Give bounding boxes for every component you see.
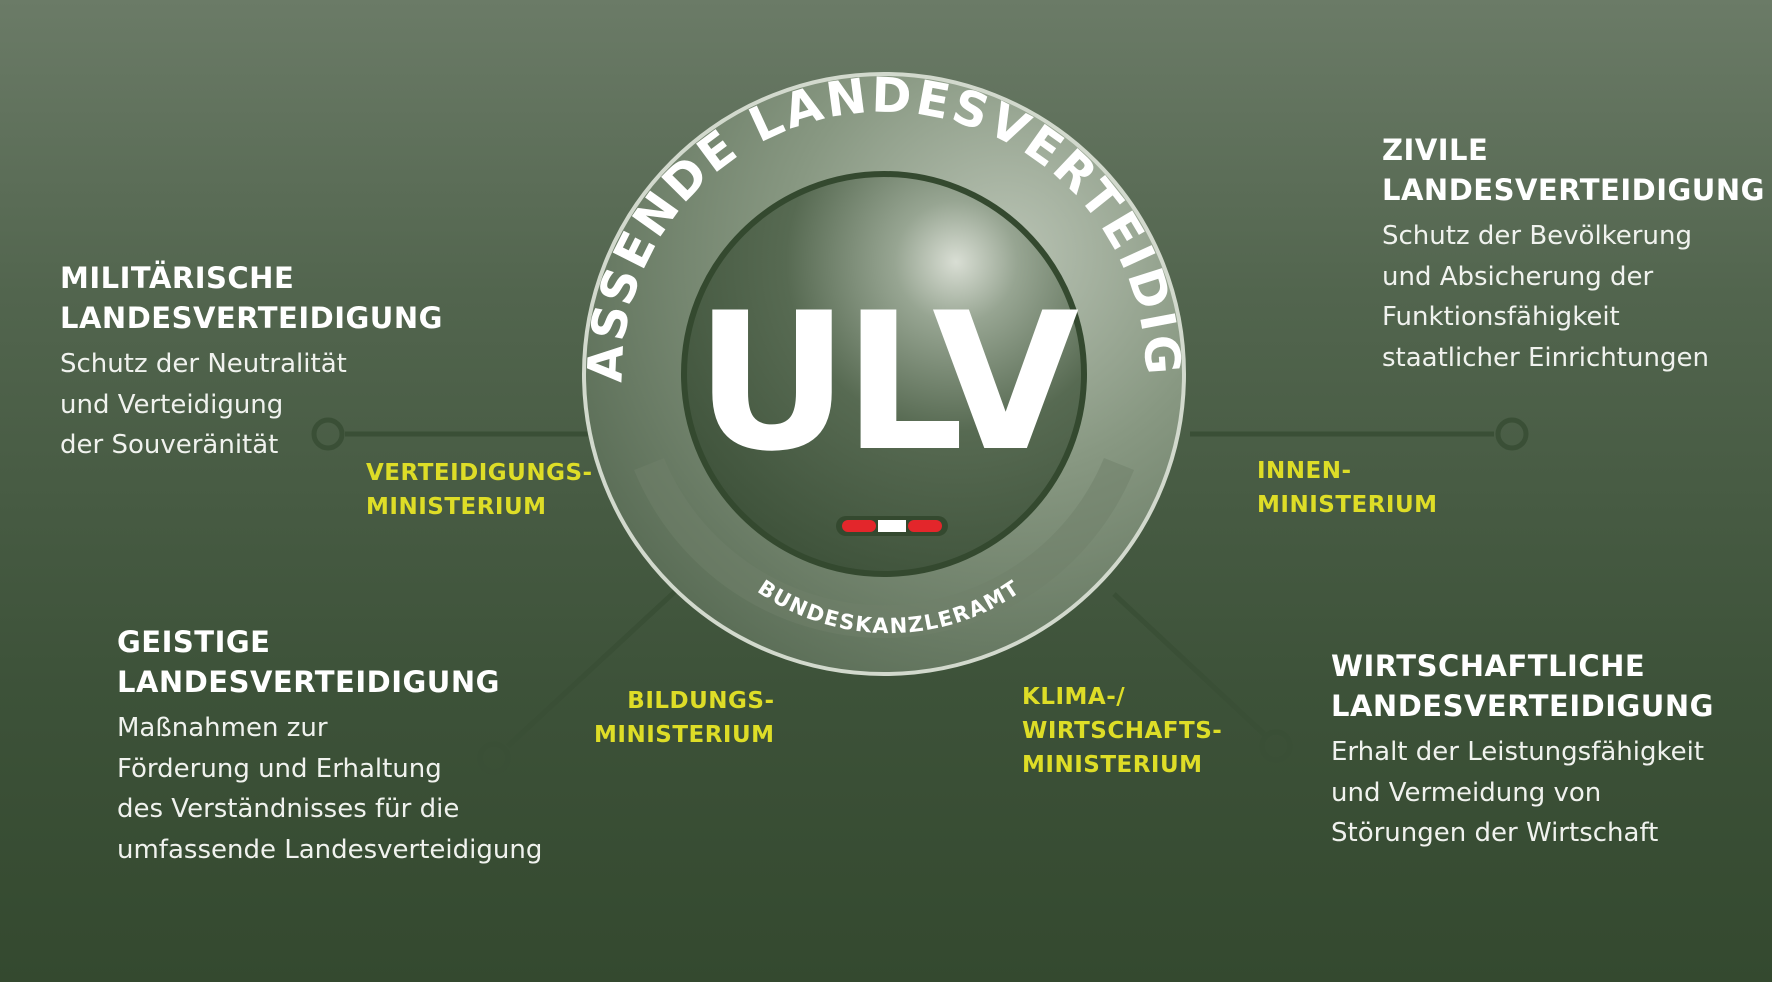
civil-desc-line: Funktionsfähigkeit xyxy=(1382,302,1620,332)
spiritual-title: GEISTIGE LANDESVERTEIDIGUNG xyxy=(117,622,542,702)
spiritual-title-line: LANDESVERTEIDIGUNG xyxy=(117,665,500,699)
military-title-line: LANDESVERTEIDIGUNG xyxy=(60,301,443,335)
economic-desc-line: Störungen der Wirtschaft xyxy=(1331,818,1659,848)
ministry-defense-line: VERTEIDIGUNGS- xyxy=(366,460,593,486)
civil-desc-line: und Absicherung der xyxy=(1382,261,1654,292)
civil-desc-line: staatlicher Einrichtungen xyxy=(1382,342,1709,373)
ministry-economy-line: WIRTSCHAFTS- xyxy=(1022,718,1223,744)
military-description: Schutz der Neutralität und Verteidigung … xyxy=(60,344,443,466)
ministry-interior-line: INNEN- xyxy=(1257,458,1352,484)
connector-economic xyxy=(1112,592,1266,736)
ministry-economy-line: MINISTERIUM xyxy=(1022,752,1203,778)
node-civil xyxy=(1495,417,1529,451)
ministry-interior-line: MINISTERIUM xyxy=(1257,492,1438,518)
ministry-interior: INNEN- MINISTERIUM xyxy=(1257,454,1438,522)
spiritual-desc-line: Förderung und Erhaltung xyxy=(117,753,442,784)
military-desc-line: und Verteidigung xyxy=(60,389,284,420)
military-defense-block: MILITÄRISCHE LANDESVERTEIDIGUNG Schutz d… xyxy=(60,258,443,466)
economic-title: WIRTSCHAFTLICHE LANDESVERTEIDIGUNG xyxy=(1331,646,1714,726)
civil-desc-line: Schutz der Bevölkerung xyxy=(1382,221,1692,251)
military-desc-line: der Souveränität xyxy=(60,430,279,460)
economic-desc-line: und Vermeidung von xyxy=(1331,777,1602,808)
economic-title-line: LANDESVERTEIDIGUNG xyxy=(1331,689,1714,723)
economic-description: Erhalt der Leistungsfähigkeit und Vermei… xyxy=(1331,732,1714,854)
node-spiritual xyxy=(477,741,511,775)
ministry-education: BILDUNGS- MINISTERIUM xyxy=(594,684,775,752)
economic-defense-block: WIRTSCHAFTLICHE LANDESVERTEIDIGUNG Erhal… xyxy=(1331,646,1714,854)
ministry-defense: VERTEIDIGUNGS- MINISTERIUM xyxy=(366,456,593,524)
ministry-education-line: MINISTERIUM xyxy=(594,722,775,748)
node-military xyxy=(311,417,345,451)
military-title: MILITÄRISCHE LANDESVERTEIDIGUNG xyxy=(60,258,443,338)
spiritual-description: Maßnahmen zur Förderung und Erhaltung de… xyxy=(117,708,542,870)
military-title-line: MILITÄRISCHE xyxy=(60,261,295,295)
ring-lower-band xyxy=(634,458,1134,639)
ministry-economy: KLIMA-/ WIRTSCHAFTS- MINISTERIUM xyxy=(1022,680,1222,782)
inner-circle xyxy=(681,171,1087,577)
ulv-logo: ULV xyxy=(695,272,1079,493)
civil-title-line: LANDESVERTEIDIGUNG xyxy=(1382,173,1765,207)
node-economic xyxy=(1259,729,1293,763)
military-desc-line: Schutz der Neutralität xyxy=(60,349,347,379)
spiritual-desc-line: des Verständnisses für die xyxy=(117,794,460,824)
economic-title-line: WIRTSCHAFTLICHE xyxy=(1331,649,1646,683)
spiritual-desc-line: umfassende Landesverteidigung xyxy=(117,834,543,865)
spiritual-title-line: GEISTIGE xyxy=(117,625,271,659)
ministry-defense-line: MINISTERIUM xyxy=(366,494,547,520)
civil-description: Schutz der Bevölkerung und Absicherung d… xyxy=(1382,216,1765,378)
economic-desc-line: Erhalt der Leistungsfähigkeit xyxy=(1331,737,1705,767)
civil-defense-block: ZIVILE LANDESVERTEIDIGUNG Schutz der Bev… xyxy=(1382,130,1765,378)
austrian-flag-icon xyxy=(836,516,948,536)
spiritual-defense-block: GEISTIGE LANDESVERTEIDIGUNG Maßnahmen zu… xyxy=(117,622,542,870)
civil-title: ZIVILE LANDESVERTEIDIGUNG xyxy=(1382,130,1765,210)
civil-title-line: ZIVILE xyxy=(1382,133,1489,167)
ministry-education-line: BILDUNGS- xyxy=(627,688,775,714)
ministry-economy-line: KLIMA-/ xyxy=(1022,684,1126,710)
spiritual-desc-line: Maßnahmen zur xyxy=(117,713,328,743)
